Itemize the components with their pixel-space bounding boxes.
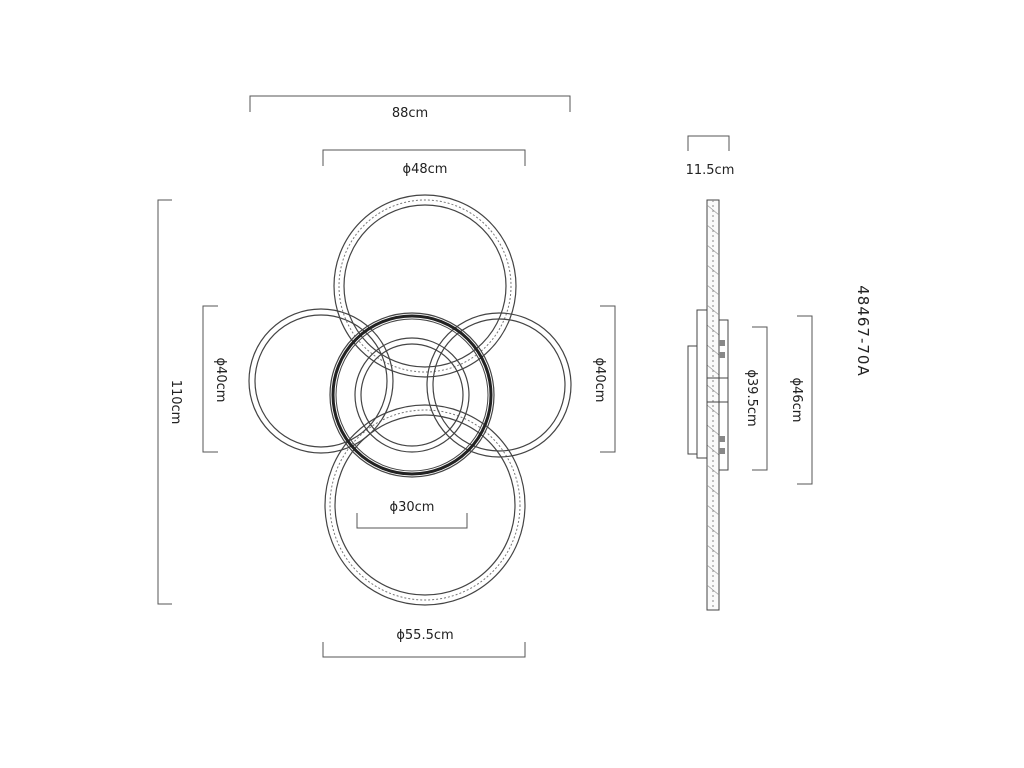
top-crystal-ring — [333, 194, 517, 378]
right-ring — [426, 312, 572, 458]
overall-width-dimension-line — [249, 95, 571, 112]
side-inner-dimension-line — [752, 326, 768, 471]
overall-width-label: 88cm — [392, 106, 428, 121]
left-ring-diameter-label: ϕ40cm — [213, 358, 228, 403]
center-small-ring — [354, 337, 470, 453]
center-ring-dimension-line — [356, 513, 468, 529]
top-ring-diameter-label: ϕ48cm — [403, 162, 448, 177]
left-ring-dimension-line — [202, 305, 218, 453]
depth-dimension-line — [687, 135, 730, 151]
left-ring — [248, 308, 394, 454]
bottom-ring-dimension-line — [322, 642, 526, 658]
side-outer-dimension-line — [797, 315, 813, 485]
center-dark-ring — [329, 312, 495, 478]
overall-height-label: 110cm — [168, 380, 183, 425]
side-outer-diameter-label: ϕ46cm — [789, 378, 804, 423]
model-number: 48467-70A — [854, 285, 872, 376]
depth-label: 11.5cm — [686, 163, 735, 178]
overall-height-dimension-line — [157, 199, 172, 605]
top-ring-dimension-line — [322, 149, 526, 166]
bottom-ring-diameter-label: ϕ55.5cm — [396, 628, 453, 643]
bottom-crystal-ring — [324, 404, 526, 606]
side-inner-diameter-label: ϕ39.5cm — [744, 369, 759, 426]
side-view — [687, 199, 729, 611]
right-ring-diameter-label: ϕ40cm — [592, 358, 607, 403]
center-ring-diameter-label: ϕ30cm — [390, 500, 435, 515]
right-ring-dimension-line — [600, 305, 616, 453]
